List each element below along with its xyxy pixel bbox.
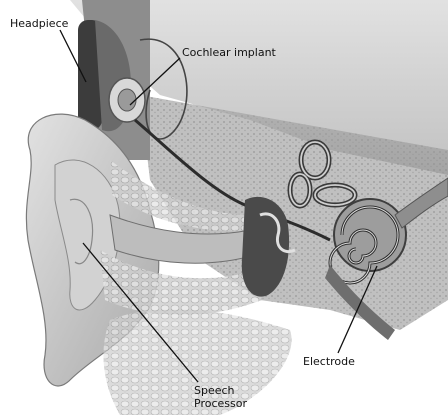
speech-processor-label-line1: Speech [194, 384, 247, 397]
electrode-label: Electrode [303, 355, 355, 368]
headpiece-label: Headpiece [10, 17, 68, 30]
speech-processor-label-line2: Processor [194, 397, 247, 410]
cochlear-implant-label: Cochlear implant [182, 46, 276, 59]
speech-processor-label: Speech Processor [194, 384, 247, 410]
